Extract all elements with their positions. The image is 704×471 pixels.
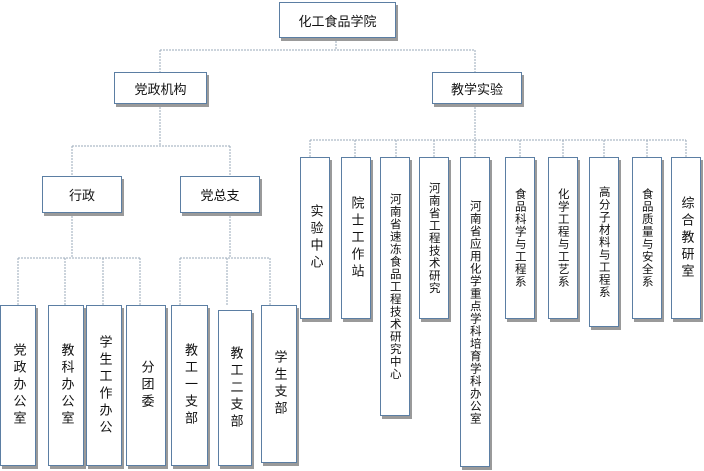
unit-label: 分团委 <box>138 360 154 411</box>
branch-teaching: 教学实验 <box>432 72 522 104</box>
unit-academician-station: 院士工作站 <box>341 157 371 319</box>
unit-label: 教工一支部 <box>182 343 197 428</box>
unit-label: 教科办公室 <box>58 343 74 428</box>
connector-teaching <box>309 104 687 157</box>
branch-label: 教学实验 <box>450 82 503 98</box>
unit-polymer-dept: 高分子材料与工程系 <box>589 157 619 327</box>
unit-label: 食品科学与工程系 <box>513 188 528 288</box>
unit-food-safety-dept: 食品质量与安全系 <box>632 157 662 319</box>
unit-label: 教工二支部 <box>227 345 243 431</box>
sub-branch-label: 行政 <box>68 189 95 204</box>
unit-label: 河南省速冻食品工程技术研究中心 <box>388 192 403 381</box>
unit-label: 综合教研室 <box>678 195 694 281</box>
connector-party-gov <box>71 104 231 176</box>
sub-branch-label: 党总支 <box>200 189 240 204</box>
unit-label: 党政办公室 <box>10 343 26 428</box>
unit-lab-center: 实验中心 <box>300 157 330 319</box>
unit-applied-chemistry-office: 河南省应用化学重点学科培育学科办公室 <box>460 157 490 467</box>
unit-staff-branch-1: 教工一支部 <box>171 305 208 466</box>
unit-food-science-dept: 食品科学与工程系 <box>505 157 535 319</box>
connector-root <box>159 38 476 72</box>
sub-branch-party: 党总支 <box>180 176 260 213</box>
unit-admin-office: 党政办公室 <box>0 305 36 466</box>
unit-label: 河南省工程技术研究 <box>427 181 442 295</box>
unit-youth-league: 分团委 <box>126 305 166 466</box>
branch-label: 党政机构 <box>134 82 187 98</box>
unit-chem-eng-dept: 化学工程与工艺系 <box>548 157 578 319</box>
unit-frozen-food-center: 河南省速冻食品工程技术研究中心 <box>380 157 410 416</box>
unit-label: 高分子材料与工程系 <box>597 185 612 299</box>
unit-label: 食品质量与安全系 <box>640 188 655 288</box>
root-node: 化工食品学院 <box>279 2 396 38</box>
connector-party <box>179 213 271 305</box>
unit-staff-branch-2: 教工二支部 <box>218 310 252 466</box>
root-label: 化工食品学院 <box>298 14 377 30</box>
unit-label: 学生支部 <box>271 350 287 418</box>
unit-label: 河南省应用化学重点学科培育学科办公室 <box>468 199 483 425</box>
unit-student-affairs-office: 学生工作办公 <box>86 305 122 466</box>
connector-admin <box>17 213 141 305</box>
sub-branch-admin: 行政 <box>42 176 122 213</box>
unit-teaching-research-office: 教科办公室 <box>48 305 84 466</box>
branch-party-gov: 党政机构 <box>114 72 207 104</box>
unit-label: 化学工程与工艺系 <box>556 188 571 288</box>
unit-label: 实验中心 <box>307 204 323 272</box>
unit-label: 学生工作办公 <box>96 334 112 437</box>
unit-student-branch: 学生支部 <box>261 305 297 463</box>
unit-label: 院士工作站 <box>348 195 364 281</box>
unit-provincial-engineering: 河南省工程技术研究 <box>419 157 449 319</box>
unit-teaching-office: 综合教研室 <box>671 157 701 319</box>
